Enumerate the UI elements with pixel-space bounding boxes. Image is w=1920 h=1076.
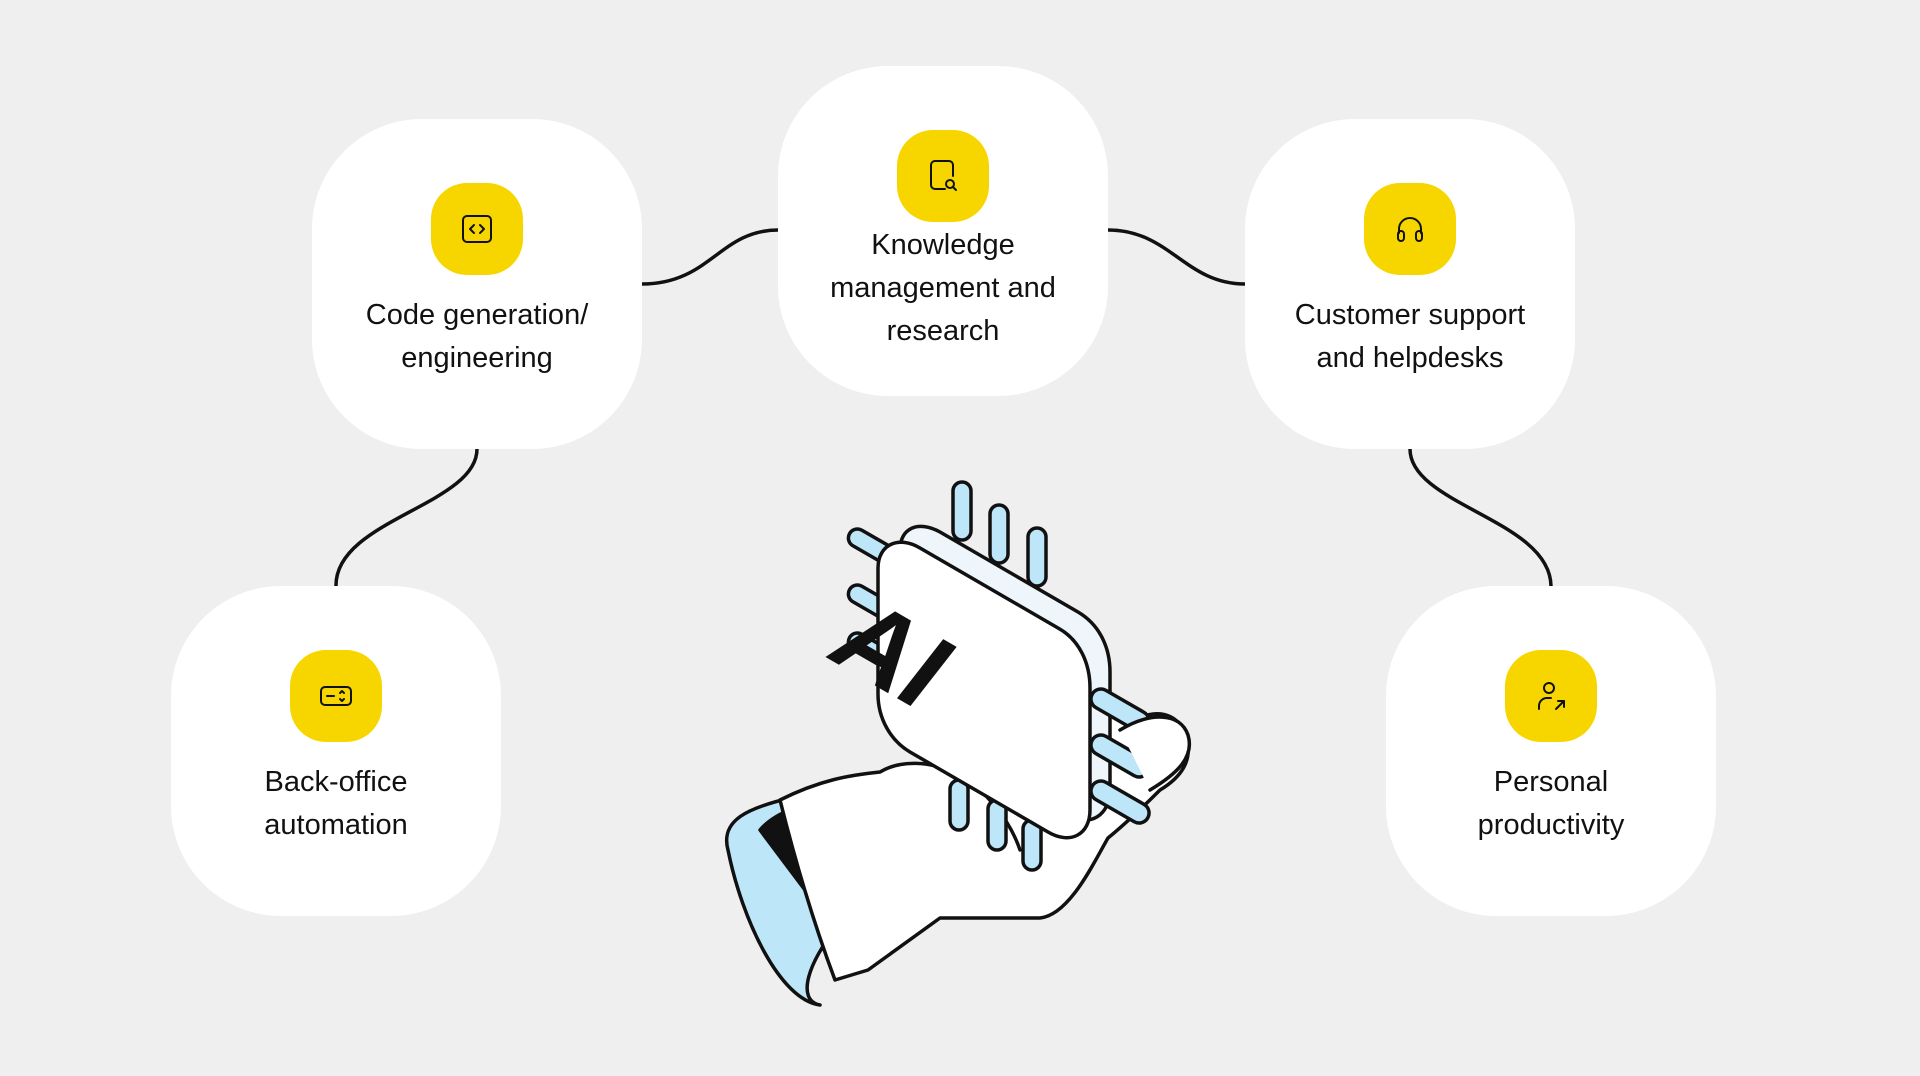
chip-pins-right bbox=[1089, 687, 1151, 825]
node-personal-productivity: Personal productivity bbox=[1386, 586, 1716, 916]
thumb bbox=[1118, 715, 1192, 792]
node-label: Knowledge management and research bbox=[830, 229, 1056, 347]
code-brackets-icon bbox=[462, 215, 492, 243]
chip-face bbox=[876, 540, 1092, 840]
node-label: Back-office automation bbox=[264, 766, 408, 841]
node-code-generation: Code generation/ engineering bbox=[312, 119, 642, 449]
ticket-icon bbox=[320, 686, 352, 706]
user-arrow-icon bbox=[1538, 682, 1565, 710]
node-knowledge-management: Knowledge management and research bbox=[778, 66, 1108, 396]
code-brackets-badge bbox=[431, 183, 523, 275]
node-back-office-automation: Back-office automation bbox=[171, 586, 501, 916]
chip-pins-top bbox=[951, 480, 1048, 588]
chip-pins-bottom bbox=[948, 778, 1043, 872]
node-label: Code generation/ engineering bbox=[365, 299, 589, 374]
document-search-icon bbox=[930, 160, 957, 191]
ticket-badge bbox=[290, 650, 382, 742]
headset-icon bbox=[1397, 217, 1423, 242]
hand-holding-chip-illustration: AI bbox=[724, 480, 1192, 1007]
connector-code-knowledge bbox=[640, 228, 780, 286]
connector-support-personal bbox=[1408, 447, 1553, 588]
node-customer-support: Customer support and helpdesks bbox=[1245, 119, 1575, 449]
node-label: Customer support and helpdesks bbox=[1294, 299, 1526, 374]
connector-knowledge-support bbox=[1106, 228, 1247, 286]
headset-badge bbox=[1364, 183, 1456, 275]
connector-code-backoffice bbox=[334, 447, 479, 588]
document-search-badge bbox=[897, 130, 989, 222]
node-label: Personal productivity bbox=[1477, 766, 1625, 841]
user-arrow-badge bbox=[1505, 650, 1597, 742]
